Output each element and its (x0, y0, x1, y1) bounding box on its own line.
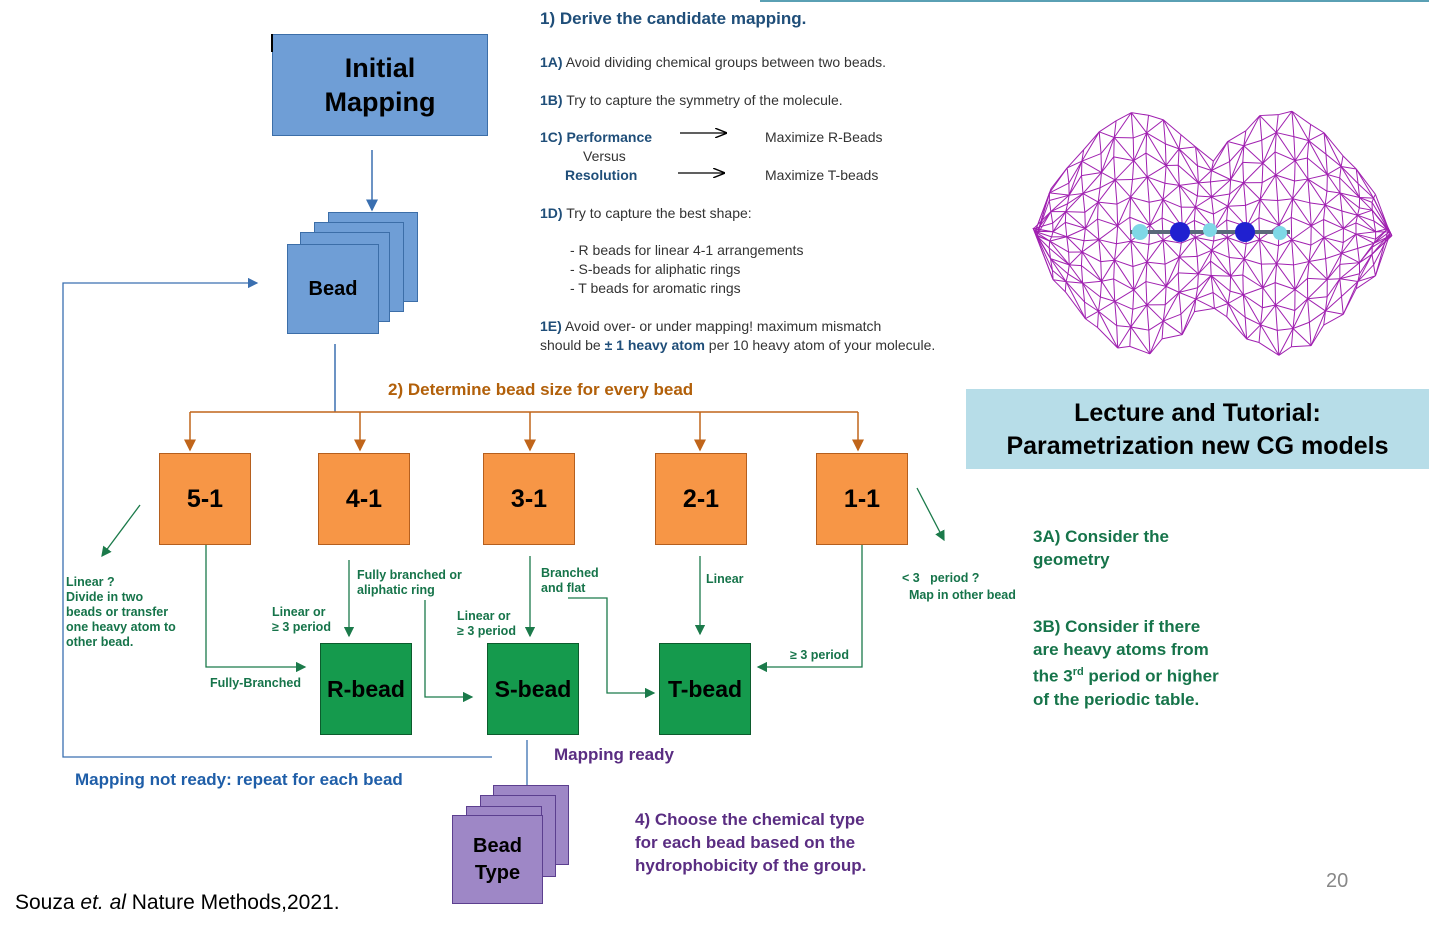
step3a: 3A) Consider the geometry (1033, 527, 1170, 569)
mapping-ready: Mapping ready (554, 745, 674, 764)
rule-1c-max-t: Maximize T-beads (765, 167, 879, 183)
note-fully-branched-aliphatic: Fully branched or aliphatic ring (357, 568, 462, 597)
note-lt3-period: < 3 period ? Map in other bead (902, 571, 1016, 602)
bead-label: Bead (308, 277, 358, 300)
r-bead-label: R-bead (327, 675, 405, 702)
rule-1d: 1D) Try to capture the best shape: (540, 205, 752, 221)
rule-1c-label: 1C) Performance (540, 129, 652, 145)
rule-1d-item-t: - T beads for aromatic rings (570, 280, 741, 296)
note-ge3-period: ≥ 3 period (790, 648, 849, 662)
arrow-3-1-tbead (568, 597, 656, 699)
arrow-5-1-linear (101, 504, 141, 558)
step3b: 3B) Consider if there are heavy atoms fr… (1033, 615, 1219, 711)
rule-1c-max-r: Maximize R-Beads (765, 129, 883, 145)
size-box-5-1: 5-1 (159, 453, 251, 545)
rule-1e-line2: should be ± 1 heavy atom per 10 heavy at… (540, 337, 935, 353)
size-label-3-1: 3-1 (510, 484, 548, 513)
arrow-5-1-rbead (205, 545, 307, 673)
note-linear-or-3-s: Linear or ≥ 3 period (457, 609, 516, 638)
size-label-4-1: 4-1 (345, 484, 383, 513)
citation-italic: et. al (80, 891, 126, 914)
rule-1e: 1E) Avoid over- or under mapping! maximu… (540, 318, 881, 334)
rule-1c-resolution: Resolution (565, 167, 638, 183)
size-box-2-1: 2-1 (655, 453, 747, 545)
lecture-line2: Parametrization new CG models (1006, 432, 1389, 460)
rule-1e-text: Avoid over- or under mapping! maximum mi… (564, 318, 882, 334)
arrow-1-1-other (916, 487, 945, 542)
page-number: 20 (1326, 870, 1349, 892)
step2-title: 2) Determine bead size for every bead (388, 380, 694, 399)
rule-1c-versus: Versus (583, 148, 626, 164)
size-label-5-1: 5-1 (186, 484, 224, 513)
note-fully-branched: Fully-Branched (210, 676, 301, 690)
lecture-line1: Lecture and Tutorial: (1074, 399, 1321, 427)
rule-1b-text: Try to capture the symmetry of the molec… (566, 92, 843, 108)
t-bead-box: T-bead (659, 643, 751, 735)
rule-1d-label: 1D) (540, 205, 563, 221)
bead-box: Bead (287, 244, 379, 334)
rule-1c-performance: 1C) Performance (540, 129, 653, 145)
s-bead-label: S-bead (494, 675, 572, 702)
citation-pre: Souza (15, 891, 81, 914)
arrow-1-1-tbead (756, 545, 863, 673)
note-branched-flat: Branched and flat (541, 566, 599, 595)
arrow-4-1-sbead (424, 600, 474, 703)
rule-1b: 1B) Try to capture the symmetry of the m… (540, 92, 843, 108)
lecture-banner: Lecture and Tutorial: Parametrization ne… (966, 389, 1429, 469)
rule-1e-pre: should be (540, 337, 601, 353)
size-box-4-1: 4-1 (318, 453, 410, 545)
r-bead-box: R-bead (320, 643, 412, 735)
note-linear-divide: Linear ? Divide in two beads or transfer… (66, 575, 176, 649)
rule-1d-text: Try to capture the best shape: (566, 205, 752, 221)
rule-1d-item-s: - S-beads for aliphatic rings (570, 261, 741, 277)
citation-post: Nature Methods,2021. (125, 891, 340, 914)
rule-1e-label: 1E) (540, 318, 562, 334)
rule-1e-bold: ± 1 heavy atom (604, 337, 705, 353)
rule-1b-label: 1B) (540, 92, 563, 108)
step3b-post: period or higher of the periodic table. (1033, 666, 1219, 709)
size-label-1-1: 1-1 (843, 484, 881, 513)
size-box-1-1: 1-1 (816, 453, 908, 545)
mapping-not-ready: Mapping not ready: repeat for each bead (75, 770, 403, 789)
s-bead-box: S-bead (487, 643, 579, 735)
cursor-mark (271, 34, 273, 52)
note-linear-or-3-r: Linear or ≥ 3 period (272, 605, 331, 634)
step3b-sup: rd (1072, 666, 1084, 678)
step1-title: 1) Derive the candidate mapping. (540, 9, 807, 28)
step3b-pre: 3B) Consider if there are heavy atoms fr… (1033, 617, 1209, 686)
initial-mapping-label: Initial Mapping (324, 53, 436, 117)
bead-type-box: Bead Type (452, 815, 543, 904)
rule-1d-item-r: - R beads for linear 4-1 arrangements (570, 242, 804, 258)
rule-1a-label: 1A) (540, 54, 563, 70)
rule-1e-post: per 10 heavy atom of your molecule. (708, 337, 936, 353)
initial-mapping-box: Initial Mapping (272, 34, 488, 136)
note-linear: Linear (706, 572, 744, 586)
t-bead-label: T-bead (667, 675, 743, 702)
citation: Souza et. al Nature Methods,2021. (15, 891, 340, 915)
step4: 4) Choose the chemical type for each bea… (635, 810, 867, 875)
loop-repeat (62, 277, 492, 758)
size-label-2-1: 2-1 (682, 484, 720, 513)
bead-type-label: Bead Type (473, 834, 522, 884)
size-box-3-1: 3-1 (483, 453, 575, 545)
rule-1a-text: Avoid dividing chemical groups between t… (565, 54, 887, 70)
rule-1a: 1A) Avoid dividing chemical groups betwe… (540, 54, 886, 70)
rule-1c-resolution-wrap: Resolution (565, 167, 637, 183)
